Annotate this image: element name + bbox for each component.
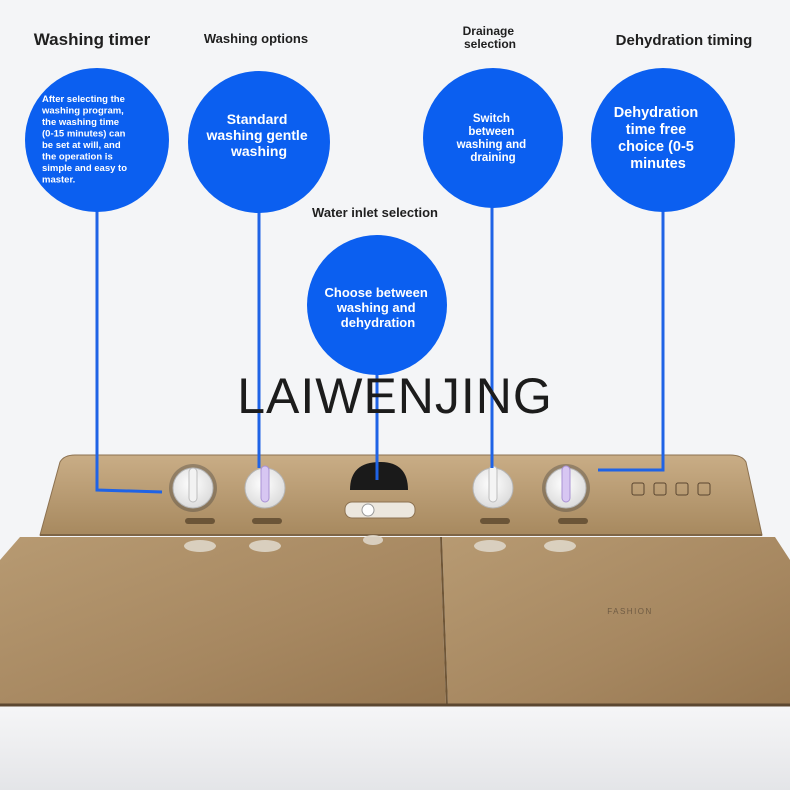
- knob-washing-options[interactable]: [244, 465, 286, 509]
- bubble-line: the washing time: [42, 117, 119, 128]
- bubble-line: the operation is: [42, 152, 113, 163]
- title-line: selection: [464, 37, 516, 51]
- bubble-line: Choose between: [325, 285, 428, 300]
- bubble-line: simple and easy to: [42, 163, 127, 174]
- lid-right: [442, 537, 790, 705]
- bubble-line: be set at will, and: [42, 140, 121, 151]
- bubble-line: washing: [230, 143, 287, 159]
- bubble-text-water-inlet-selection: Choose between washing and dehydration: [325, 285, 432, 330]
- bubble-washing-timer: [25, 68, 169, 212]
- bubble-washing-options: [188, 71, 330, 213]
- bubble-line: draining: [470, 152, 515, 164]
- bubble-drainage-selection: [423, 68, 563, 208]
- bubble-line: washing and: [456, 139, 527, 151]
- bubble-line: washing and: [336, 300, 416, 315]
- bubble-text-drainage-selection: Switch between washing and draining: [456, 113, 530, 164]
- center-switch-knob[interactable]: [361, 503, 375, 517]
- bubble-line: Dehydration: [614, 105, 699, 121]
- bubble-text-washing-timer: After selecting the washing program, the…: [41, 94, 130, 186]
- title-dehydration-timing: Dehydration timing: [616, 32, 753, 49]
- machine-body: [0, 700, 790, 790]
- washing-machine: FASHION: [0, 454, 790, 790]
- display-window: [350, 462, 408, 490]
- bubble-line: dehydration: [341, 315, 415, 330]
- bubble-line: minutes: [630, 156, 686, 172]
- bubble-line: time free: [626, 122, 686, 138]
- lid-brand-text: FASHION: [607, 607, 653, 616]
- control-panel: [39, 454, 763, 536]
- bubble-line: washing program,: [41, 106, 124, 117]
- knob-washing-timer[interactable]: [169, 464, 217, 512]
- title-line: Washing timer: [34, 30, 151, 49]
- bubble-line: master.: [42, 175, 75, 186]
- connector-washing-timer: [95, 205, 163, 494]
- bubble-line: Switch: [473, 113, 510, 125]
- connector-dehydration-timing: [598, 205, 665, 472]
- bubble-text-dehydration-timing: Dehydration time free choice (0-5 minute…: [614, 105, 703, 172]
- title-water-inlet-selection: Water inlet selection: [312, 205, 438, 220]
- bubble-line: Standard: [227, 111, 288, 127]
- title-line: Water inlet selection: [312, 205, 438, 220]
- title-drainage-selection: Drainage selection: [463, 24, 518, 51]
- title-washing-timer: Washing timer: [34, 30, 151, 49]
- center-switch[interactable]: [344, 501, 416, 519]
- lid-gap: [440, 536, 448, 706]
- panel-small-labels: [185, 518, 588, 524]
- watermark: LAIWENJING: [237, 368, 553, 424]
- bubble-text-washing-options: Standard washing gentle washing: [205, 111, 311, 159]
- lid-left: [0, 537, 446, 705]
- bubble-dehydration-timing: [591, 68, 735, 212]
- connector-lines: [95, 205, 665, 494]
- bubble-line: washing gentle: [205, 127, 307, 143]
- title-line: Drainage: [463, 24, 515, 38]
- knob-dehydration-timing[interactable]: [542, 464, 590, 512]
- title-line: Washing options: [204, 31, 308, 46]
- bubble-water-inlet-selection: [307, 235, 447, 375]
- panel-indicator-icons: [631, 482, 711, 496]
- bubble-line: (0-15 minutes) can: [42, 129, 126, 140]
- title-washing-options: Washing options: [204, 31, 308, 46]
- bubble-line: between: [468, 126, 514, 138]
- bubble-line: choice (0-5: [618, 139, 694, 155]
- bubble-line: After selecting the: [42, 94, 125, 105]
- title-line: Dehydration timing: [616, 32, 753, 49]
- lid-hinges: [184, 535, 576, 552]
